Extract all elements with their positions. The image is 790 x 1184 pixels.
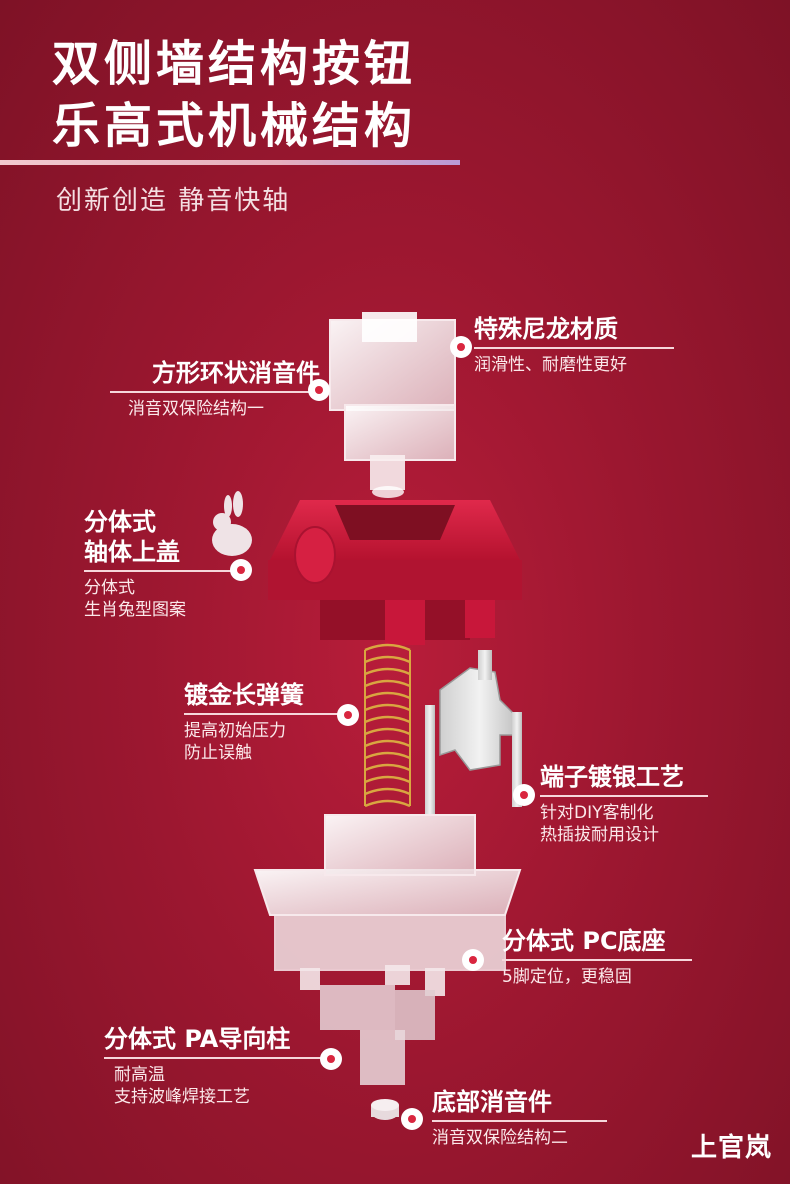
label-contact: 端子镀银工艺 针对DIY客制化 热插拔耐用设计 xyxy=(540,762,708,846)
title-underline xyxy=(0,160,460,165)
subtitle: 创新创造 静音快轴 xyxy=(56,186,291,216)
pa-guide-part xyxy=(320,985,435,1085)
label-ring-damper: 方形环状消音件 消音双保险结构一 xyxy=(110,358,320,420)
label-pa-guide-desc-2: 支持波峰焊接工艺 xyxy=(114,1087,250,1107)
label-line xyxy=(84,570,234,572)
label-bottom-damper: 底部消音件 消音双保险结构二 xyxy=(432,1087,607,1149)
label-line xyxy=(432,1120,607,1122)
label-pc-base: 分体式 PC底座 5脚定位，更稳固 xyxy=(502,926,692,988)
label-stem-material-desc: 润滑性、耐磨性更好 xyxy=(474,355,627,375)
label-pa-guide-title: 分体式 PA导向柱 xyxy=(104,1025,291,1053)
label-top-housing-desc-2: 生肖兔型图案 xyxy=(84,600,186,620)
label-contact-title: 端子镀银工艺 xyxy=(540,763,684,791)
pointer-dot xyxy=(452,338,470,356)
label-top-housing: 分体式 轴体上盖 分体式 生肖兔型图案 xyxy=(84,507,234,621)
label-top-housing-desc-1: 分体式 xyxy=(84,578,135,598)
label-contact-desc-1: 针对DIY客制化 xyxy=(540,803,654,823)
label-ring-damper-title: 方形环状消音件 xyxy=(152,359,320,387)
pointer-dot xyxy=(464,951,482,969)
label-bottom-damper-title: 底部消音件 xyxy=(432,1088,552,1116)
label-top-housing-title-2: 轴体上盖 xyxy=(84,538,180,566)
label-line xyxy=(104,1057,324,1059)
rabbit-icon xyxy=(212,491,252,556)
title-line-1: 双侧墙结构按钮 xyxy=(52,36,417,92)
pointer-dot xyxy=(232,561,250,579)
label-line xyxy=(110,391,320,393)
gold-spring-part xyxy=(364,643,411,808)
metal-contact-part xyxy=(425,650,522,815)
stem-part xyxy=(329,312,456,498)
top-housing-part xyxy=(268,500,522,645)
label-bottom-damper-desc: 消音双保险结构二 xyxy=(432,1128,568,1148)
label-spring-desc-1: 提高初始压力 xyxy=(184,721,286,741)
label-top-housing-title-1: 分体式 xyxy=(84,508,156,536)
label-stem-material: 特殊尼龙材质 润滑性、耐磨性更好 xyxy=(474,314,674,376)
pointer-dot xyxy=(339,706,357,724)
label-pc-base-desc: 5脚定位，更稳固 xyxy=(502,967,632,987)
label-pc-base-title: 分体式 PC底座 xyxy=(502,927,666,955)
label-spring: 镀金长弹簧 提高初始压力 防止误触 xyxy=(184,680,339,764)
pointer-dot xyxy=(515,786,533,804)
title-line-2: 乐高式机械结构 xyxy=(52,98,417,154)
brand-watermark: 上官岚 xyxy=(690,1133,772,1163)
label-pa-guide-desc-1: 耐高温 xyxy=(114,1065,165,1085)
label-line xyxy=(184,713,339,715)
label-pa-guide: 分体式 PA导向柱 耐高温 支持波峰焊接工艺 xyxy=(104,1024,324,1108)
label-spring-title: 镀金长弹簧 xyxy=(184,681,304,709)
pointer-dot xyxy=(322,1050,340,1068)
label-line xyxy=(502,959,692,961)
label-line xyxy=(474,347,674,349)
pc-base-part xyxy=(253,814,522,996)
bottom-damper-part xyxy=(371,1099,399,1120)
label-stem-material-title: 特殊尼龙材质 xyxy=(474,315,618,343)
label-contact-desc-2: 热插拔耐用设计 xyxy=(540,825,659,845)
label-ring-damper-desc: 消音双保险结构一 xyxy=(128,399,264,419)
label-line xyxy=(540,795,708,797)
label-spring-desc-2: 防止误触 xyxy=(184,743,252,763)
pointer-dot xyxy=(310,381,328,399)
pointer-dot xyxy=(403,1110,421,1128)
